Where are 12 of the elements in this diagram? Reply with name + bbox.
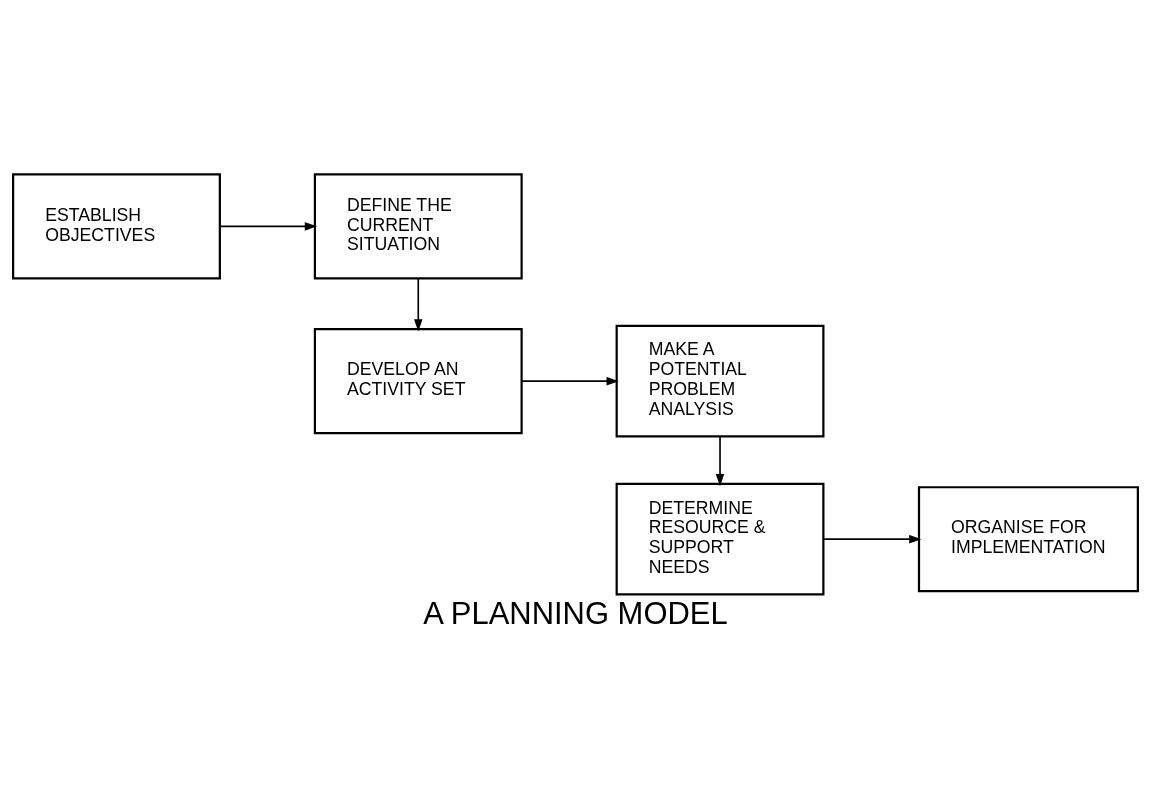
arrow: [520, 376, 619, 386]
arrow: [822, 534, 922, 544]
node-box: DETERMINE RESOURCE & SUPPORT NEEDS: [615, 482, 825, 596]
node-box: ORGANISE FOR IMPLEMENTATION: [917, 486, 1139, 593]
arrow: [219, 222, 317, 231]
node-box: ESTABLISH OBJECTIVES: [12, 173, 221, 280]
node-box: DEFINE THE CURRENT SITUATION: [313, 173, 523, 280]
arrow: [414, 277, 423, 332]
node-box: MAKE A POTENTIAL PROBLEM ANALYSIS: [615, 324, 825, 438]
diagram-title: A PLANNING MODEL: [423, 595, 728, 631]
node-box: DEVELOP AN ACTIVITY SET: [313, 328, 523, 435]
arrow: [715, 435, 725, 487]
